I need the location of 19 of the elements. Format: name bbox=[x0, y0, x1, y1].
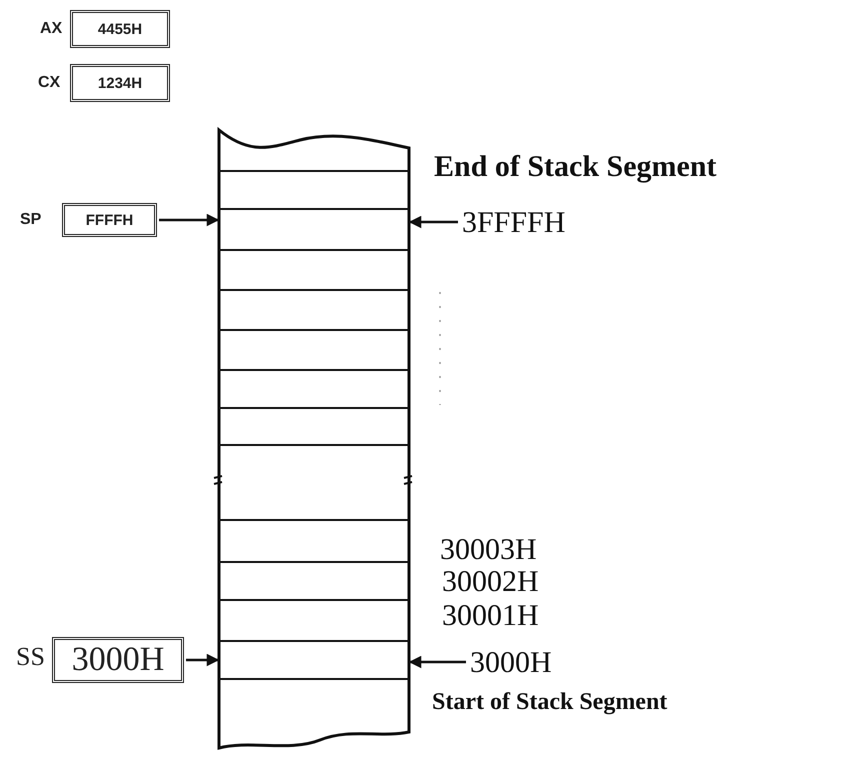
memory-cell bbox=[219, 170, 409, 210]
segment-caption: Start of Stack Segment bbox=[432, 690, 668, 714]
address-label: 30001H bbox=[442, 601, 539, 631]
register-value-box: 3000H bbox=[52, 637, 184, 683]
arrow bbox=[408, 656, 466, 668]
arrow bbox=[408, 216, 458, 228]
register-name: CX bbox=[38, 75, 60, 91]
register-value-box: 4455H bbox=[70, 10, 170, 48]
register-value-box: 1234H bbox=[70, 64, 170, 102]
register-name: SP bbox=[20, 212, 42, 228]
register-name: AX bbox=[40, 21, 62, 37]
register-name: SS bbox=[16, 644, 45, 670]
arrow bbox=[186, 654, 220, 666]
address-label: 30003H bbox=[440, 535, 537, 565]
register-value-box: FFFFH bbox=[62, 203, 157, 237]
address-label: 30002H bbox=[442, 567, 539, 597]
segment-caption: End of Stack Segment bbox=[434, 152, 717, 182]
arrow bbox=[159, 214, 220, 226]
memory-cell bbox=[219, 640, 409, 680]
